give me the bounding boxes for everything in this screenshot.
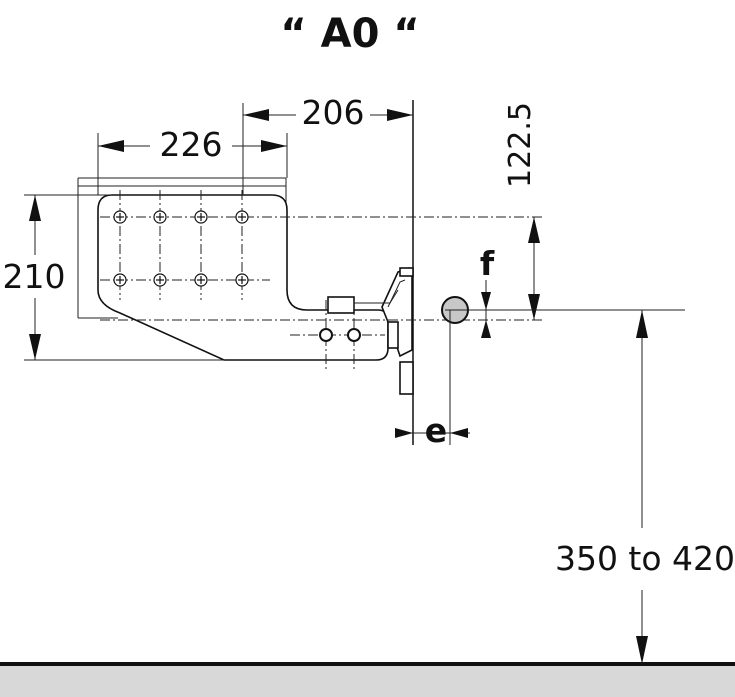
dim-122-5-label: 122.5 [503,102,538,188]
dimension-f [445,280,685,338]
dimension-226 [97,133,288,195]
hinge-bracket [327,266,414,395]
dimension-206 [242,103,413,195]
bracket-holes [319,328,361,342]
dim-f-label: f [480,244,495,283]
title: “ A0 “ [280,11,419,57]
seat-frame [77,177,287,319]
mounting-holes [113,210,249,287]
dim-226-label: 226 [160,125,223,164]
dim-e-label: e [425,411,447,450]
dimension-floor-height [636,310,648,664]
dim-206-label: 206 [302,93,365,132]
dimension-122-5 [528,217,540,320]
dim-210-label: 210 [3,257,66,296]
floor [0,662,735,697]
dimension-e [395,310,470,445]
dim-floor-label: 350 to 420 [555,539,735,578]
dimension-210 [24,194,224,361]
